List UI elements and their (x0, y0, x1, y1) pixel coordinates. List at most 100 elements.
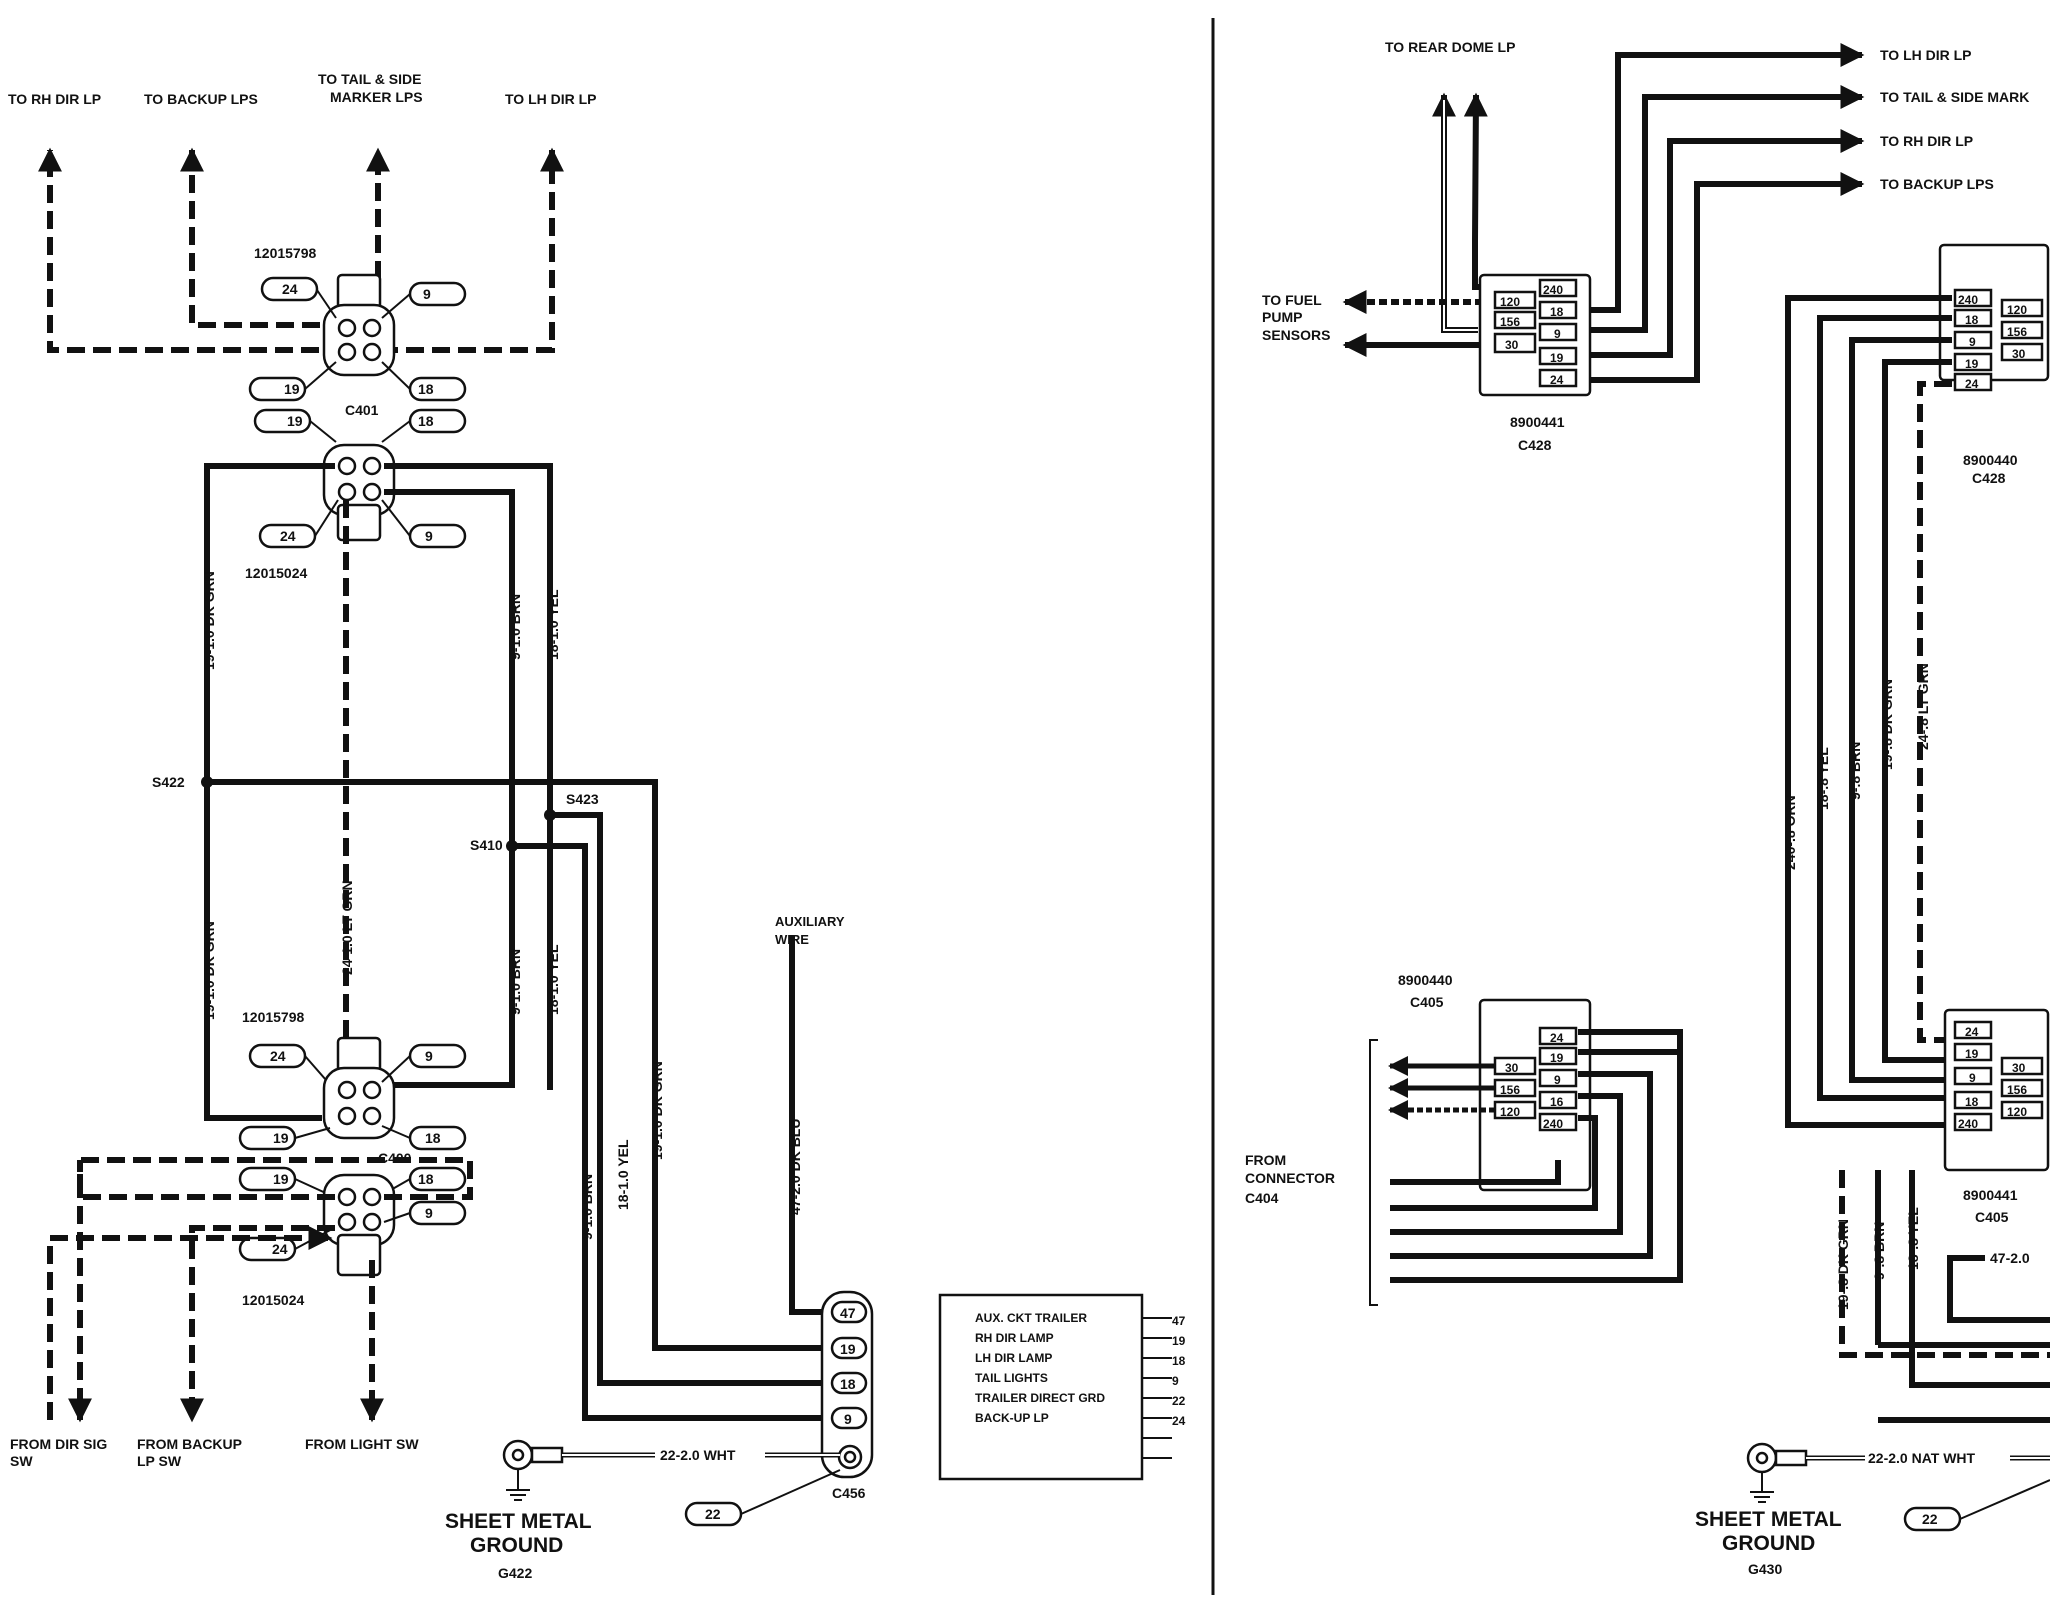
svg-text:19: 19 (284, 381, 300, 397)
svg-text:240: 240 (1958, 293, 1978, 307)
wire-47-dk-blu (789, 935, 830, 1315)
wire-c428-to-rh-dir (1585, 129, 1865, 358)
legend-row-2-pin: 19 (1172, 1334, 1186, 1348)
svg-text:9: 9 (423, 286, 431, 302)
c401-lower-pin-24-callout: 24 (258, 499, 339, 549)
label-to-fuel-1: TO FUEL (1262, 292, 1322, 308)
legend-row-3-label: LH DIR LAMP (975, 1351, 1052, 1365)
svg-text:22: 22 (705, 1506, 721, 1522)
svg-text:24: 24 (1550, 373, 1564, 387)
svg-text:120: 120 (2007, 303, 2027, 317)
c400-lower-pin-19-callout: 19 (238, 1166, 331, 1196)
svg-text:19: 19 (273, 1130, 289, 1146)
legend-row-5-pin: 22 (1172, 1394, 1186, 1408)
svg-text:240: 240 (1543, 283, 1563, 297)
svg-text:19: 19 (273, 1171, 289, 1187)
legend-row-6-pin: 24 (1172, 1414, 1186, 1428)
ground-g422-code: G422 (498, 1565, 532, 1581)
c400-lower-pin-24-callout: 24 (238, 1227, 335, 1262)
wire-to-rear-dome-lp-2 (1463, 92, 1560, 290)
c401-lower-pin-9-callout: 9 (381, 499, 467, 549)
wire-c428-to-lh-dir (1585, 43, 1865, 313)
svg-text:156: 156 (2007, 325, 2027, 339)
label-to-backup-lps: TO BACKUP LPS (144, 91, 258, 107)
wire-18-yel-to-c456 (550, 812, 830, 1386)
legend-row-4-label: TAIL LIGHTS (975, 1371, 1048, 1385)
svg-text:120: 120 (1500, 295, 1520, 309)
svg-text:19: 19 (1965, 1047, 1979, 1061)
label-from-dir-sig-1: FROM DIR SIG (10, 1436, 107, 1452)
connector-c401-mate (322, 443, 396, 542)
c428-b-part-number: 8900440 (1963, 452, 2018, 468)
svg-text:30: 30 (2012, 347, 2026, 361)
svg-text:120: 120 (2007, 1105, 2027, 1119)
svg-text:18: 18 (418, 1171, 434, 1187)
svg-text:30: 30 (1505, 1061, 1519, 1075)
label-19-dk-grn-c456: 19-1.0 DK GRN (649, 1061, 665, 1160)
c400-pin-24-callout: 24 (248, 1043, 327, 1081)
wire-9-brn-upper (384, 489, 515, 1088)
c400-part-number: 12015798 (242, 1009, 305, 1025)
right-pin-22-callout: 22 (1903, 1479, 2050, 1532)
svg-text:24: 24 (280, 528, 296, 544)
wire-c404-7 (1390, 1071, 1653, 1259)
svg-text:19: 19 (1965, 357, 1979, 371)
label-from-light-sw: FROM LIGHT SW (305, 1436, 419, 1452)
label-arrow-tail-side: TO TAIL & SIDE MARK (1880, 89, 2029, 105)
svg-text:24: 24 (270, 1048, 286, 1064)
c456-name: C456 (832, 1485, 866, 1501)
svg-text:18: 18 (1550, 305, 1564, 319)
auxiliary-wire-label-2: WIRE (775, 932, 809, 947)
svg-text:9: 9 (844, 1411, 852, 1427)
svg-text:19: 19 (287, 413, 303, 429)
label-to-rear-dome-lp: TO REAR DOME LP (1385, 39, 1515, 55)
wire-c428-to-tail-side (1585, 85, 1865, 333)
c401-name: C401 (345, 402, 379, 418)
svg-text:156: 156 (2007, 1083, 2027, 1097)
bracket-from-c404 (1369, 1039, 1378, 1306)
wire-to-rh-dir-lp (38, 147, 345, 353)
legend-row-3-pin: 18 (1172, 1354, 1186, 1368)
c405-b-part-number: 8900441 (1963, 1187, 2018, 1203)
svg-text:24: 24 (1965, 377, 1979, 391)
label-arrow-lh-dir: TO LH DIR LP (1880, 47, 1972, 63)
c400-lower-pin-9-callout: 9 (383, 1200, 467, 1226)
svg-text:9: 9 (425, 528, 433, 544)
label-240-orn: 240-.8 ORN (1782, 795, 1798, 870)
svg-text:18: 18 (425, 1130, 441, 1146)
label-to-rh-dir-lp: TO RH DIR LP (8, 91, 101, 107)
label-from-backup-1: FROM BACKUP (137, 1436, 242, 1452)
label-24-lt-grn: 24-1.0 LT GRN (339, 880, 355, 975)
svg-text:156: 156 (1500, 1083, 1520, 1097)
ground-terminal-g422 (502, 1439, 564, 1501)
label-19-dk-grn-lower-right: 19-.8 DK GRN (1835, 1219, 1851, 1310)
svg-text:9: 9 (1969, 335, 1976, 349)
svg-text:156: 156 (1500, 315, 1520, 329)
c400-pin-19-callout: 19 (238, 1125, 331, 1151)
label-to-tail-side-2: MARKER LPS (330, 89, 423, 105)
wire-c404-9 (1578, 1029, 1683, 1052)
label-from-dir-sig-2: SW (10, 1453, 33, 1469)
wire-from-dir-sig-1 (68, 1160, 335, 1423)
label-47-right: 47-2.0 (1990, 1250, 2030, 1266)
c428-a-part-number: 8900441 (1510, 414, 1565, 430)
wire-from-dir-sig-2 (80, 1157, 473, 1200)
c401-lower-part-number: 12015024 (245, 565, 308, 581)
label-from-connector-2: CONNECTOR (1245, 1170, 1335, 1186)
svg-text:19: 19 (840, 1341, 856, 1357)
label-47-dk-blu: 47-2.0 DK BLU (787, 1119, 803, 1215)
svg-text:30: 30 (2012, 1061, 2026, 1075)
splice-s410-label: S410 (470, 837, 503, 853)
wire-c428-to-backup (1585, 172, 1865, 383)
wire-c404-4 (1390, 1160, 1561, 1185)
ground-g422-line1: SHEET METAL (445, 1510, 592, 1533)
legend-row-5-label: TRAILER DIRECT GRD (975, 1391, 1105, 1405)
legend-row-2-label: RH DIR LAMP (975, 1331, 1054, 1345)
c401-lower-pin-18-callout: 18 (381, 408, 467, 443)
label-18-yel-c456: 18-1.0 YEL (615, 1139, 631, 1210)
c428-b-name: C428 (1972, 470, 2006, 486)
connector-c405-b: 24 19 9 18 240 30 156 120 (1943, 1008, 2050, 1172)
wire-to-rear-dome-lp-1-core (1443, 100, 1478, 331)
svg-text:47: 47 (840, 1305, 856, 1321)
